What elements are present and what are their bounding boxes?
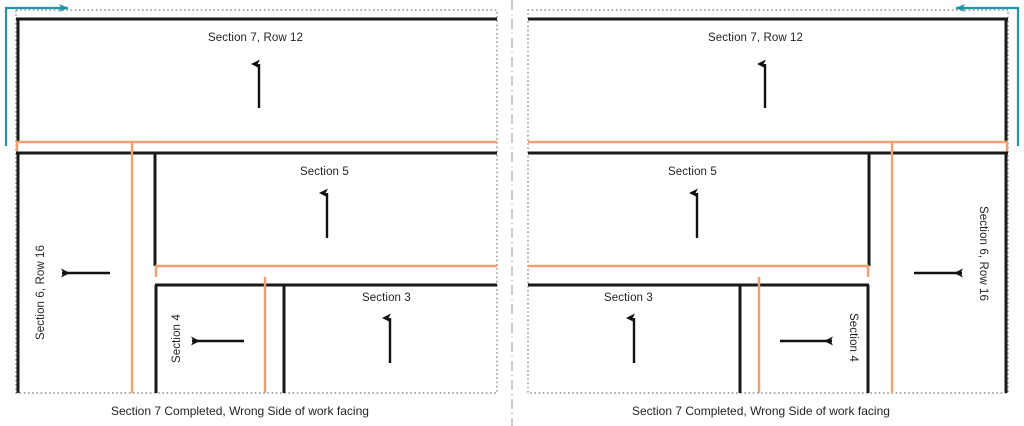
right-section-4-label: Section 4	[847, 313, 859, 362]
flow-arrow-left	[4, 4, 69, 146]
left-panel-outlines	[15, 17, 497, 393]
right-section-7-label: Section 7, Row 12	[708, 32, 804, 44]
right-section-3-label: Section 3	[604, 292, 653, 304]
flow-arrow-right	[955, 4, 1020, 146]
right-section-6-label: Section 6, Row 16	[977, 206, 989, 302]
left-section-4-label: Section 4	[171, 314, 183, 363]
left-panel-direction-arrows	[61, 59, 392, 363]
right-panel-caption: Section 7 Completed, Wrong Side of work …	[632, 404, 890, 418]
left-panel-caption: Section 7 Completed, Wrong Side of work …	[111, 404, 369, 418]
right-panel-outlines	[528, 17, 1009, 393]
right-panel-boundary	[527, 9, 1009, 394]
left-section-5-label: Section 5	[300, 166, 349, 178]
left-section-3-label: Section 3	[362, 292, 411, 304]
right-section-5-label: Section 5	[668, 166, 717, 178]
right-panel-direction-arrows	[626, 59, 963, 363]
left-section-7-label: Section 7, Row 12	[208, 32, 304, 44]
left-panel-boundary	[15, 9, 498, 394]
left-section-6-label: Section 6, Row 16	[35, 244, 47, 340]
